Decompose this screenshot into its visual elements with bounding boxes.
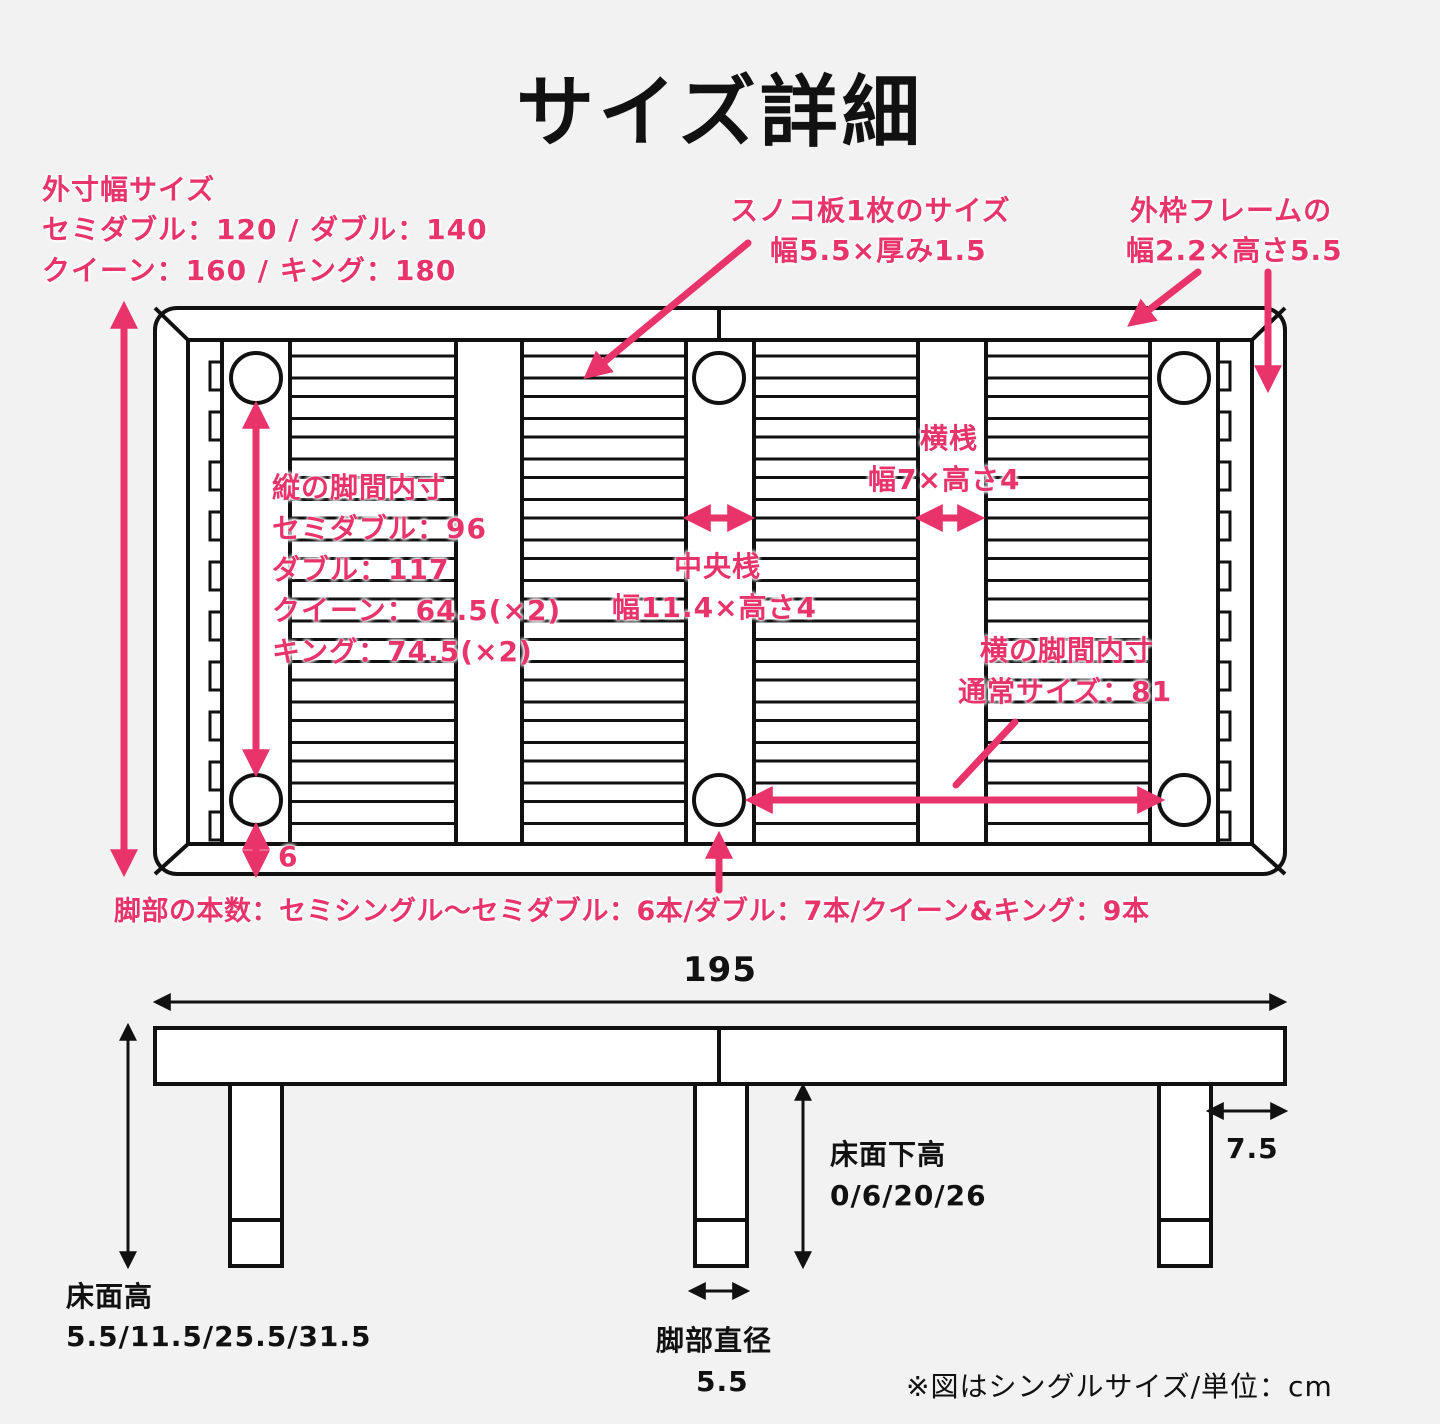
slat [520, 800, 688, 825]
slat [752, 557, 920, 582]
black-arrows [119, 993, 1289, 1300]
slat [752, 516, 920, 542]
slat [752, 719, 920, 744]
slat [520, 678, 688, 704]
rail [454, 338, 524, 846]
side-leg-group [228, 1082, 1213, 1268]
rail [1148, 338, 1220, 846]
vertical-span-queen: クイーン：64.5(×2) [272, 594, 562, 627]
frame-pointer-arrow [1127, 268, 1202, 327]
leg-offset-label: 6 [278, 840, 299, 873]
slat [984, 557, 1152, 582]
horizontal-span-line2: 通常サイズ：81 [958, 675, 1173, 708]
slat [752, 435, 920, 461]
leg-circle [229, 351, 283, 405]
leg-diameter-line2: 5.5 [696, 1365, 749, 1398]
center-rail-line1: 中央桟 [674, 550, 762, 583]
slat [288, 800, 458, 825]
vertical-span-double: ダブル：117 [272, 553, 450, 586]
slat-tab-group [208, 360, 1232, 842]
floor-height-line2: 5.5/11.5/25.5/31.5 [66, 1320, 372, 1353]
slat [752, 395, 920, 420]
slat [520, 557, 688, 582]
leg-circle [692, 773, 746, 827]
rail [916, 338, 988, 846]
side-leg [693, 1082, 749, 1268]
slat [984, 516, 1152, 542]
slat [288, 719, 458, 744]
side-rail-line2: 幅7×高さ4 [868, 463, 1021, 496]
slat [984, 759, 1152, 785]
top-view [153, 306, 1287, 876]
slat [520, 435, 688, 461]
slat [288, 435, 458, 461]
center-rail-line2: 幅11.4×高さ4 [612, 591, 818, 624]
side-rail-line1: 横桟 [920, 422, 979, 455]
slat [288, 354, 458, 380]
frame-line1: 外枠フレームの [1130, 194, 1333, 227]
vertical-span-king: キング：74.5(×2) [272, 635, 533, 668]
slat [520, 476, 688, 501]
leg-circle-group [229, 351, 1211, 827]
under-floor-line2: 0/6/20/26 [830, 1179, 987, 1212]
page-title: サイズ詳細 [516, 68, 924, 158]
slat [984, 354, 1152, 380]
horizontal-span-leader [952, 718, 1019, 789]
leg-count-label: 脚部の本数：セミシングル～セミダブル：6本/ダブル：7本/クイーン&キング：9本 [114, 896, 1150, 927]
slat [288, 678, 458, 704]
pink-arrows [110, 239, 1282, 894]
leg-circle [1157, 773, 1211, 827]
leg-circle [229, 773, 283, 827]
length-label: 195 [683, 950, 757, 990]
slat [520, 719, 688, 744]
rail [684, 338, 756, 846]
side-view [153, 1026, 1287, 1268]
slat [984, 435, 1152, 461]
outer-width-line1: セミダブル：120 / ダブル：140 [42, 213, 488, 246]
footnote: ※図はシングルサイズ/単位：cm [906, 1370, 1333, 1403]
slat [984, 597, 1152, 623]
slat [752, 759, 920, 785]
outer-width-heading: 外寸幅サイズ [42, 173, 216, 206]
leg-circle [1157, 351, 1211, 405]
slat [752, 800, 920, 825]
slat [288, 395, 458, 420]
slat [752, 354, 920, 380]
frame-line2: 幅2.2×高さ5.5 [1126, 234, 1343, 267]
slat [520, 759, 688, 785]
slat [288, 759, 458, 785]
slat-size-line2: 幅5.5×厚み1.5 [770, 234, 987, 267]
vertical-span-heading: 縦の脚間内寸 [272, 471, 447, 504]
slat [520, 638, 688, 663]
leg-diameter-line1: 脚部直径 [656, 1324, 773, 1357]
outer-width-line2: クイーン：160 / キング：180 [42, 254, 457, 287]
slat [752, 638, 920, 663]
under-floor-line1: 床面下高 [830, 1138, 947, 1171]
slat [752, 678, 920, 704]
side-leg [1157, 1082, 1213, 1268]
slat [984, 395, 1152, 420]
floor-height-line1: 床面高 [66, 1280, 154, 1313]
leg-width-label: 7.5 [1226, 1132, 1279, 1165]
side-leg [228, 1082, 284, 1268]
slat-size-line1: スノコ板1枚のサイズ [730, 194, 1011, 227]
slat [520, 516, 688, 542]
vertical-span-semi-double: セミダブル：96 [272, 512, 487, 545]
slat [984, 800, 1152, 825]
slat-pointer-arrow [583, 239, 752, 380]
leg-circle [692, 351, 746, 405]
slat [520, 395, 688, 420]
horizontal-span-line1: 横の脚間内寸 [980, 634, 1155, 667]
